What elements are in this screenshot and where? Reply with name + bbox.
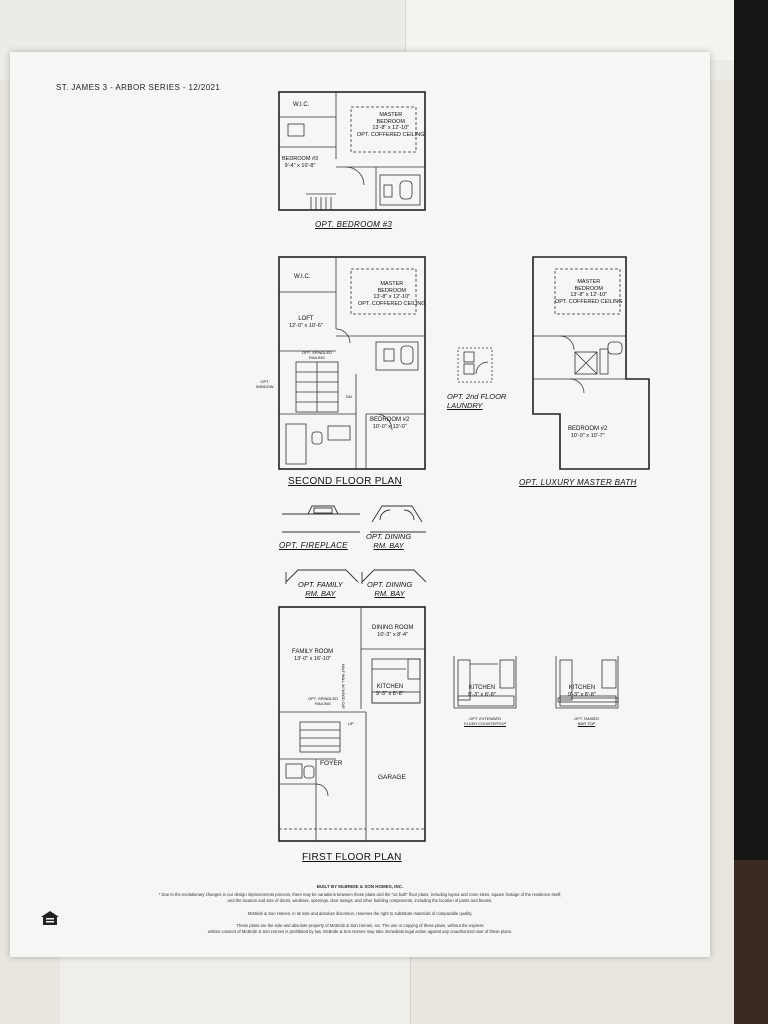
sheet-header: ST. JAMES 3 - ARBOR SERIES - 12/2021 [56,83,221,92]
first-floor-title: FIRST FLOOR PLAN [302,852,402,863]
disclaimer-line-2: and the location and size of doors, wind… [227,898,493,903]
opt-luxury-bath-title: OPT. LUXURY MASTER BATH [519,478,637,487]
opt-bedroom3-plan [278,91,426,211]
builder-line: BUILT BY McBRIDE & SON HOMES, INC. [316,884,404,889]
underlying-sheet-bottom [60,955,411,1024]
opt-fireplace-title: OPT. FIREPLACE [279,541,348,550]
room-label-wic-2: W.I.C. [294,274,311,280]
opt-bay-plan [285,569,427,584]
second-floor-title: SECOND FLOOR PLAN [288,476,403,487]
wood-background [734,860,768,1024]
opt-bedroom3-title: OPT. BEDROOM #3 [315,220,393,229]
dark-background [734,0,768,860]
opt-laundry-label: OPT. 2nd FLOOR LAUNDRY [447,392,507,410]
disclaimer-line-3: McBride & Son Homes, in its sole and abs… [247,911,473,916]
disclaimer-line-5: written consent of McBride & Son Homes i… [207,929,513,934]
floor-plan-sheet: ST. JAMES 3 - ARBOR SERIES - 12/2021 W.I… [10,52,710,957]
underlying-sheet [405,0,736,60]
room-label-opt-window: OPT.WINDOW [256,379,274,389]
first-floor-plan [278,606,426,842]
opt-dining-bay-label: OPT. DINING RM. BAY [366,532,412,550]
disclaimer-line-1: * Due to the evolutionary changes in our… [158,892,562,897]
opt-extended-countertop-plan [453,656,517,709]
disclaimer-line-4: These plans are the sole and absolute pr… [236,923,484,928]
half-wall-label: HALF WALL W/ WOOD CAP [341,664,345,709]
stair-down-label: DN. [346,394,353,399]
second-floor-plan [278,256,426,470]
stair-up-label: UP [348,721,354,726]
opt-fireplace-plan [282,505,426,533]
opt-dining-bay2-label: OPT. DINING RM. BAY [367,580,413,598]
opt-laundry-plan [457,347,493,383]
room-label-foyer: FOYER [320,760,343,767]
room-label-wic: W.I.C. [293,102,310,108]
room-label-garage: GARAGE [378,774,406,781]
equal-housing-icon [41,911,59,925]
opt-family-bay-label: OPT. FAMILY RM. BAY [298,580,343,598]
opt-luxury-bath-plan [532,256,650,470]
opt-raised-bartop-plan [555,656,619,709]
